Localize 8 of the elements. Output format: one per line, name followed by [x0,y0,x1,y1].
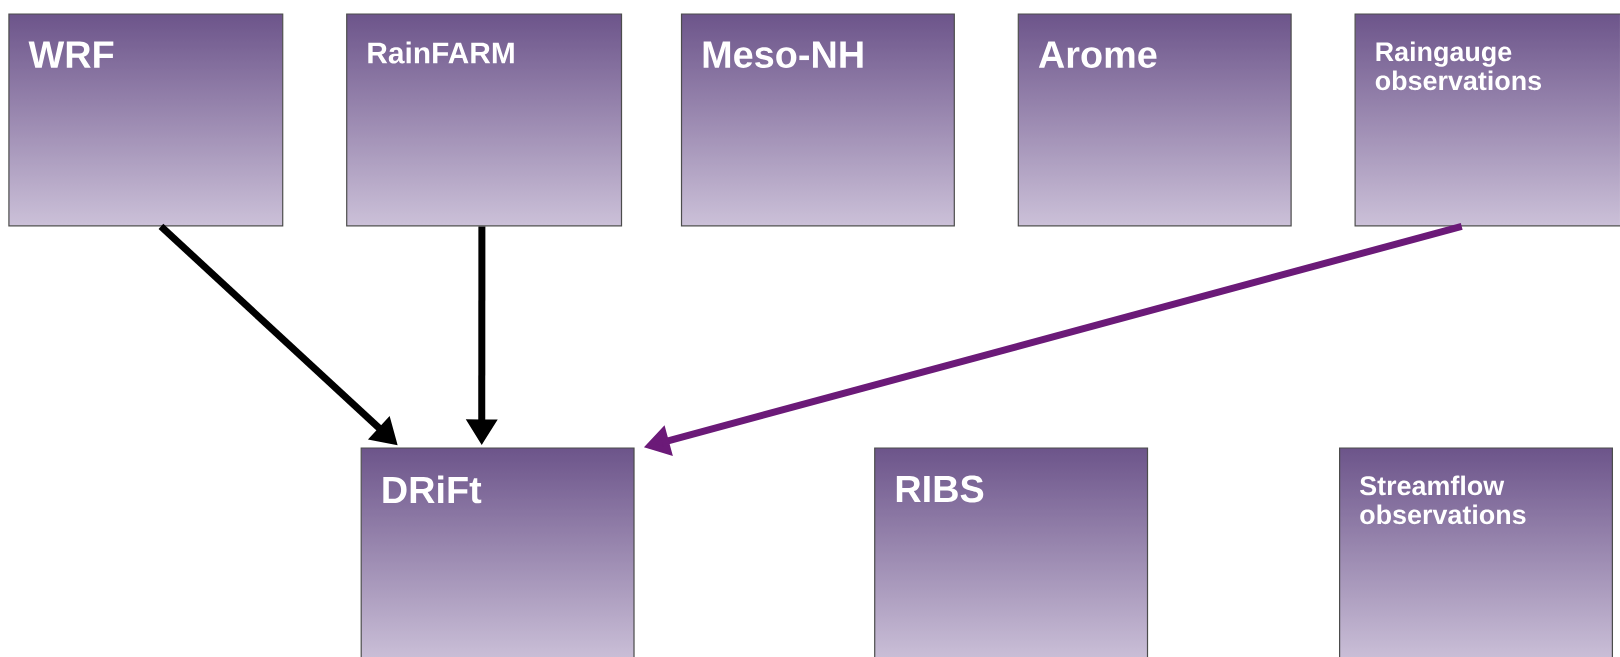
model-box: DRiFt [360,447,635,657]
model-box: Arome [1017,13,1292,227]
model-box: WRF [8,13,284,227]
model-box: Meso-NH [680,13,955,227]
model-box: Streamflow observations [1339,447,1613,657]
model-box: RIBS [874,447,1149,657]
model-box: Raingauge observations [1354,13,1620,227]
model-box: RainFARM [346,13,623,227]
